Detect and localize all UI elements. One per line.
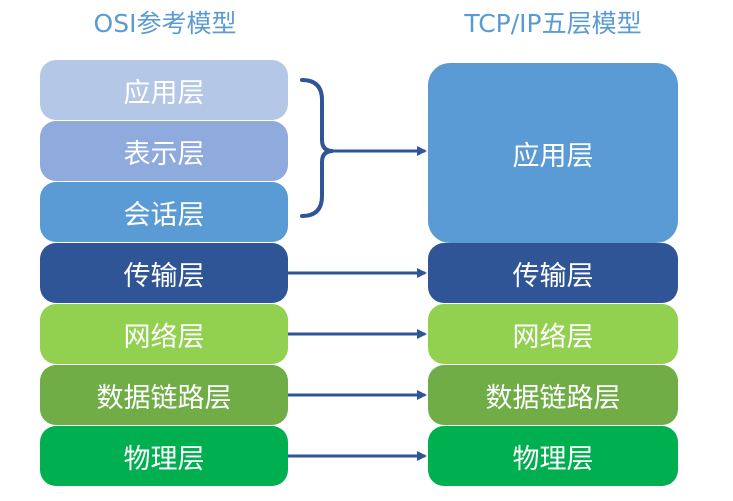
osi-application-layer: 应用层	[40, 60, 288, 120]
tcpip-application-layer: 应用层	[428, 63, 678, 243]
osi-data-link-layer: 数据链路层	[40, 365, 288, 425]
osi-physical-layer: 物理层	[40, 426, 288, 486]
osi-transport-layer: 传输层	[40, 243, 288, 303]
tcpip-data-link-layer: 数据链路层	[428, 365, 678, 425]
osi-session-layer: 会话层	[40, 182, 288, 242]
osi-model-title: OSI参考模型	[93, 9, 237, 38]
tcpip-model-title: TCP/IP五层模型	[464, 9, 642, 38]
tcpip-transport-layer: 传输层	[428, 243, 678, 303]
tcpip-physical-layer: 物理层	[428, 426, 678, 486]
tcpip-network-layer: 网络层	[428, 304, 678, 364]
osi-presentation-layer: 表示层	[40, 121, 288, 181]
upper-layers-brace	[300, 78, 334, 218]
osi-network-layer: 网络层	[40, 304, 288, 364]
